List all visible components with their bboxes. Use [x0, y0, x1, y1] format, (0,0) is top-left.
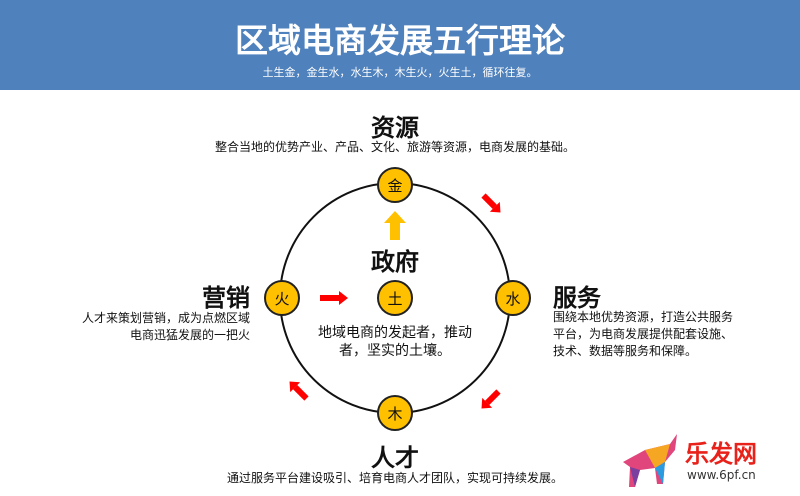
header-banner: 区域电商发展五行理论 土生金，金生水，水生木，木生火，火生土，循环往复。 — [0, 0, 800, 90]
logo-name: 乐发网 — [685, 440, 757, 468]
service-desc: 围绕本地优势资源，打造公共服务 平台，为电商发展提供配套设施、 技术、数据等服务… — [553, 309, 733, 360]
talent-title: 人才 — [371, 444, 419, 472]
arrow-earth-to-metal — [384, 211, 406, 240]
arrow-water-to-wood — [481, 389, 501, 409]
arrow-metal-to-water — [481, 193, 501, 213]
page-subtitle: 土生金，金生水，水生木，木生火，火生土，循环往复。 — [262, 66, 538, 79]
bull-logo-icon — [623, 434, 677, 487]
service-title: 服务 — [553, 284, 601, 312]
resources-title: 资源 — [371, 114, 419, 142]
government-desc-line: 地域电商的发起者，推动 — [318, 325, 472, 341]
marketing-desc-line: 人才来策划营销，成为点燃区域 — [81, 311, 250, 325]
node-wood: 木 — [377, 395, 413, 431]
logo-url: www.6pf.cn — [687, 468, 756, 482]
arrow-fire-to-earth — [320, 291, 348, 305]
node-earth: 土 — [377, 280, 413, 316]
page-title: 区域电商发展五行理论 — [235, 21, 565, 60]
service-desc-line: 技术、数据等服务和保障。 — [553, 344, 698, 358]
service-desc-line: 平台，为电商发展提供配套设施、 — [553, 327, 734, 341]
node-metal: 金 — [377, 167, 413, 203]
service-desc-line: 围绕本地优势资源，打造公共服务 — [553, 310, 734, 324]
site-logo: 乐发网 www.6pf.cn — [615, 432, 800, 496]
talent-desc: 通过服务平台建设吸引、培育电商人才团队，实现可持续发展。 — [226, 471, 563, 485]
arrow-wood-to-fire — [289, 381, 309, 401]
government-desc-line: 者，坚实的土壤。 — [339, 343, 451, 359]
marketing-title: 营销 — [202, 284, 250, 312]
marketing-desc: 人才来策划营销，成为点燃区域 电商迅猛发展的一把火 — [0, 310, 250, 344]
resources-desc: 整合当地的优势产业、产品、文化、旅游等资源，电商发展的基础。 — [214, 140, 575, 154]
cycle-arrows — [289, 193, 501, 409]
government-title: 政府 — [371, 248, 419, 276]
marketing-desc-line: 电商迅猛发展的一把火 — [129, 328, 250, 342]
node-fire: 火 — [264, 280, 300, 316]
government-desc: 地域电商的发起者，推动 者，坚实的土壤。 — [0, 324, 790, 360]
node-water: 水 — [495, 280, 531, 316]
